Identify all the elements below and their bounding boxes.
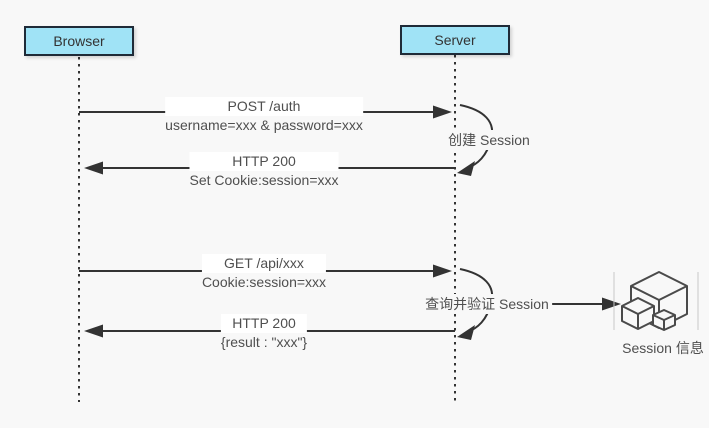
actor-browser-label: Browser <box>53 33 105 49</box>
datastore-arrow <box>548 297 621 311</box>
actor-server: Server <box>400 25 510 55</box>
message-http200-setcookie: HTTP 200 Set Cookie:session=xxx <box>189 152 339 190</box>
cube-small-right <box>652 309 676 331</box>
message-http200-result: HTTP 200 {result : "xxx"} <box>220 314 308 352</box>
cube-small-left <box>621 297 655 330</box>
message-title: HTTP 200 <box>189 152 339 171</box>
message-title: HTTP 200 <box>220 314 308 333</box>
message-post-auth: POST /auth username=xxx & password=xxx <box>165 97 363 135</box>
message-title: POST /auth <box>165 97 363 116</box>
actor-browser: Browser <box>24 26 134 56</box>
message-title: GET /api/xxx <box>201 254 327 273</box>
message-detail: {result : "xxx"} <box>220 334 308 350</box>
session-store-label: Session 信息 <box>622 340 704 356</box>
cubes-3d-icon <box>613 271 699 331</box>
message-detail: username=xxx & password=xxx <box>165 117 363 133</box>
message-get-api: GET /api/xxx Cookie:session=xxx <box>201 254 327 292</box>
self-action-create-session-label: 创建 Session <box>445 130 533 150</box>
actor-server-label: Server <box>434 32 476 48</box>
message-detail: Cookie:session=xxx <box>201 274 327 290</box>
self-action-verify-session-label: 查询并验证 Session <box>422 294 552 314</box>
message-detail: Set Cookie:session=xxx <box>189 172 339 188</box>
